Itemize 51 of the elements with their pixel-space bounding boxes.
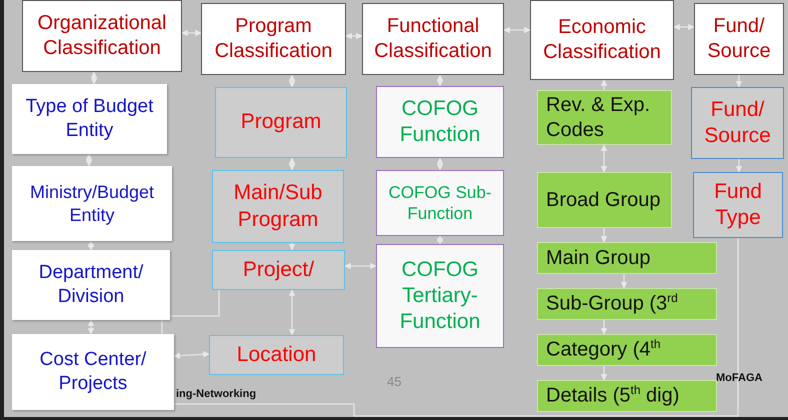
connector-arrow <box>173 351 210 359</box>
connector-arrow <box>344 262 377 270</box>
connector-arrow <box>88 240 94 251</box>
classification-box: Broad Group <box>537 172 672 228</box>
footer-text: MoFAGA <box>716 372 762 384</box>
classification-box: Main Group <box>537 242 717 274</box>
classification-box: Sub-Group (3$^{rd}$ <box>537 288 717 320</box>
classification-box: Type of Budget Entity <box>12 84 167 154</box>
connector-arrow <box>503 26 531 34</box>
classification-box: Cost Center/ Projects <box>12 334 174 410</box>
connector-arrow <box>288 157 296 171</box>
connector-arrow <box>288 74 296 88</box>
footer-text: ing-Networking <box>176 388 256 400</box>
classification-box: Category (4$^{th}$ <box>537 334 717 366</box>
classification-box: COFOG Sub-Function <box>376 170 504 236</box>
connector-arrow <box>673 24 695 30</box>
connector-arrow <box>736 159 742 173</box>
classification-box: COFOG Tertiary-Function <box>376 244 504 348</box>
connector-arrow <box>90 71 98 85</box>
classification-box: Rev. & Exp. Codes <box>537 90 672 145</box>
connector-arrow <box>620 274 628 289</box>
classification-box: Economic Classification <box>530 0 674 80</box>
classification-box: Project/ <box>212 250 345 290</box>
connector-arrow <box>181 30 202 36</box>
connector-arrow <box>288 289 296 336</box>
classification-box: Main/Sub Program <box>212 170 344 243</box>
classification-box: Ministry/Budget Entity <box>12 166 172 241</box>
connector-arrow <box>736 75 742 88</box>
connector-arrow <box>436 74 444 87</box>
classification-box: Details (5$^{th}$ dig) <box>537 380 717 412</box>
classification-box: Fund/ Source <box>694 3 784 75</box>
connector-arrow <box>600 366 608 381</box>
classification-box: COFOG Function <box>376 86 504 158</box>
connector-arrow <box>600 320 608 335</box>
classification-box: Organizational Classification <box>22 0 182 72</box>
connector-arrow <box>600 144 608 173</box>
classification-box: Fund/ Source <box>691 87 784 159</box>
connector-arrow <box>86 153 92 167</box>
classification-box: Fund Type <box>693 172 783 238</box>
classification-box: Program Classification <box>201 3 346 75</box>
connector-arrow <box>600 228 608 243</box>
classification-box: Program <box>215 87 347 158</box>
classification-box: Functional Classification <box>362 3 504 75</box>
connector-arrow <box>288 243 296 251</box>
classification-box: Department/ Division <box>12 250 170 320</box>
connector-arrow <box>88 319 94 335</box>
connector-arrow <box>436 157 444 171</box>
connector-arrow <box>345 32 363 40</box>
connector-arrow <box>436 235 444 245</box>
connector-arrow <box>600 79 608 90</box>
classification-box: Location <box>209 335 344 375</box>
